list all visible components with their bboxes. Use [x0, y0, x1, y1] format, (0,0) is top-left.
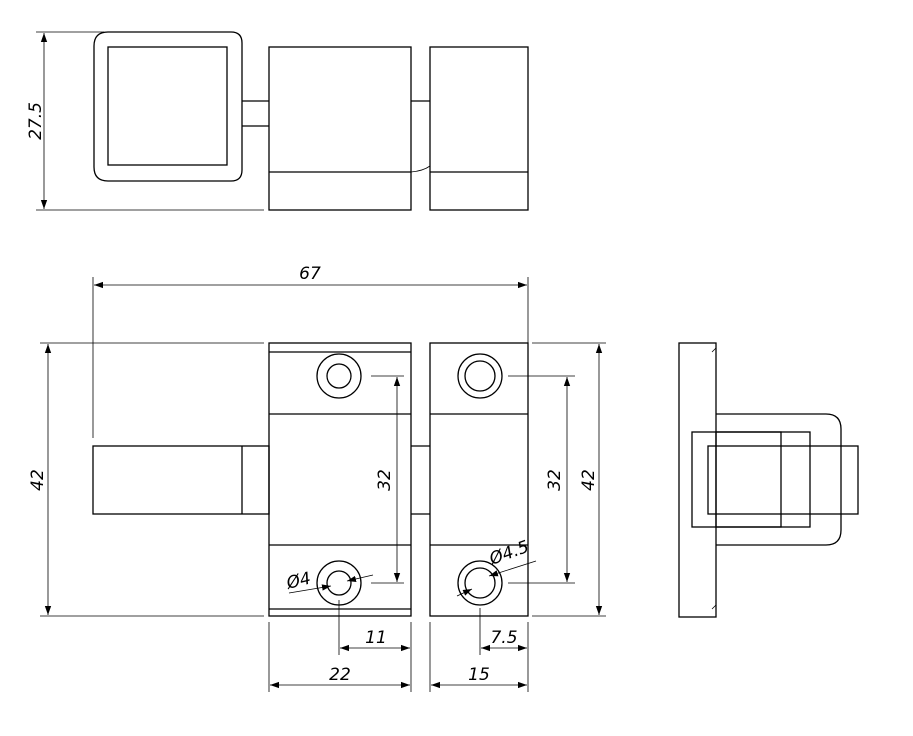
side-view-mark	[711, 347, 717, 353]
side-view-bolt	[707, 445, 859, 515]
front-view: 67 42 32	[28, 264, 606, 692]
block-left	[268, 342, 412, 617]
leader-dia-4-5-out	[488, 560, 537, 577]
side-view	[678, 342, 859, 618]
hole-right-bottom-inner	[464, 567, 496, 599]
dim-label-67: 67	[299, 264, 321, 284]
top-view-block-left	[268, 46, 412, 211]
hole-left-bottom-inner	[326, 570, 352, 596]
leader-dia-4-5	[456, 588, 473, 597]
dim-label-22: 22	[329, 665, 351, 685]
hole-right-top-inner	[464, 360, 496, 392]
top-view-block-right	[429, 46, 529, 211]
dim-label-15: 15	[468, 665, 490, 685]
top-view-gap-curve	[410, 165, 431, 173]
leader-dia-4-out	[346, 574, 374, 583]
top-view: 27.5	[26, 31, 529, 211]
top-view-loop-outer	[93, 31, 243, 182]
hole-left-top-outer	[316, 353, 362, 399]
dim-label-dia-4-5: Ø4.5	[486, 537, 532, 570]
hole-right-top-outer	[457, 353, 503, 399]
side-view-plate	[678, 342, 717, 618]
dim-label-42-right: 42	[579, 469, 599, 491]
dim-label-27-5: 27.5	[26, 102, 46, 140]
leader-dia-4	[288, 584, 332, 594]
side-view-mark	[711, 604, 717, 610]
block-right	[429, 342, 529, 617]
dim-label-dia-4: Ø4	[284, 569, 313, 595]
hole-left-bottom-outer	[316, 560, 362, 606]
dim-label-42-left: 42	[28, 469, 48, 491]
side-view-bracket	[716, 413, 842, 546]
top-view-loop-inner	[107, 46, 228, 166]
hole-right-bottom-outer	[457, 560, 503, 606]
side-view-housing-inner	[715, 431, 782, 528]
dim-label-11: 11	[365, 628, 387, 648]
dim-label-32-right: 32	[545, 469, 565, 491]
dim-label-32-left: 32	[375, 469, 395, 491]
hole-left-top-inner	[326, 363, 352, 389]
dim-label-7-5: 7.5	[490, 628, 517, 648]
